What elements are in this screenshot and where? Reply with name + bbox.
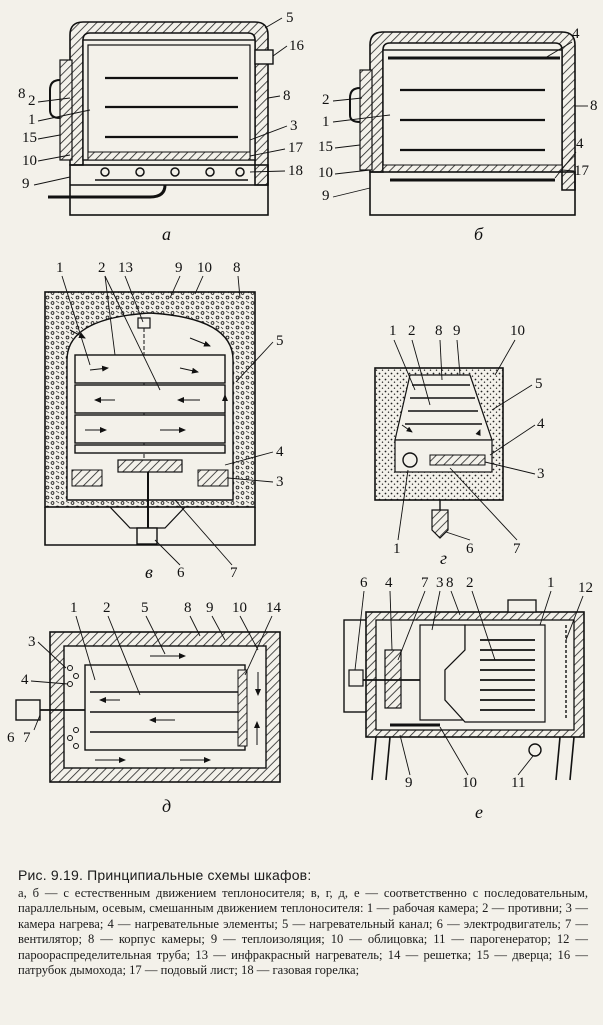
- label-g-5: 5: [535, 376, 543, 392]
- panel-letter-a: а: [162, 224, 171, 244]
- label-e-8: 8: [446, 575, 454, 591]
- label-b-9: 9: [322, 188, 330, 204]
- label-v-7: 7: [230, 565, 238, 581]
- label-g-1b: 1: [393, 541, 401, 557]
- label-e-7: 7: [421, 575, 429, 591]
- label-a-16: 16: [289, 38, 305, 54]
- label-g-6: 6: [466, 541, 474, 557]
- label-b-8: 8: [590, 98, 598, 114]
- panel-letter-d: д: [162, 796, 171, 816]
- label-d-14: 14: [266, 600, 282, 616]
- label-e-12: 12: [578, 580, 593, 596]
- panel-a: 5 16 8 2 1 15 10 9 8 3 17 18 а: [18, 10, 305, 244]
- panel-letter-v: в: [145, 562, 153, 582]
- label-d-2: 2: [103, 600, 111, 616]
- label-d-4: 4: [21, 672, 29, 688]
- label-a-10: 10: [22, 153, 37, 169]
- label-a-18: 18: [288, 163, 303, 179]
- label-a-9: 9: [22, 176, 30, 192]
- label-a-17: 17: [288, 140, 304, 156]
- label-g-1: 1: [389, 323, 397, 339]
- panel-d: 1 2 5 8 9 10 14 3 4 6 7 д: [7, 600, 282, 816]
- label-b-1: 1: [322, 114, 330, 130]
- label-e-1: 1: [547, 575, 555, 591]
- panel-b: 4 2 1 15 10 9 8 4 17 б: [318, 26, 598, 244]
- label-v-5: 5: [276, 333, 284, 349]
- panel-e: 6 4 7 3 8 2 1 12 9 10 11 е: [343, 575, 593, 822]
- label-d-10: 10: [232, 600, 247, 616]
- label-g-4: 4: [537, 416, 545, 432]
- label-b-17: 17: [574, 163, 590, 179]
- label-b-15: 15: [318, 139, 333, 155]
- label-e-11: 11: [511, 775, 525, 791]
- label-b-2: 2: [322, 92, 330, 108]
- figure-caption: Рис. 9.19. Принципиальные схемы шкафов: …: [18, 867, 588, 979]
- label-e-9: 9: [405, 775, 413, 791]
- label-g-10: 10: [510, 323, 525, 339]
- label-v-9: 9: [175, 260, 183, 276]
- label-e-4: 4: [385, 575, 393, 591]
- label-b-4b: 4: [576, 136, 584, 152]
- label-d-6: 6: [7, 730, 15, 746]
- label-a-5: 5: [286, 10, 294, 26]
- label-d-1: 1: [70, 600, 78, 616]
- label-e-2: 2: [466, 575, 474, 591]
- label-g-2: 2: [408, 323, 416, 339]
- panel-g: 1 2 8 9 10 5 4 3 1 6 7 г: [374, 323, 545, 568]
- label-a-15: 15: [22, 130, 37, 146]
- label-a-3: 3: [290, 118, 298, 134]
- label-e-3: 3: [436, 575, 444, 591]
- label-a-8r: 8: [283, 88, 291, 104]
- label-a-1: 1: [28, 112, 36, 128]
- label-d-7: 7: [23, 730, 31, 746]
- label-g-3: 3: [537, 466, 545, 482]
- label-a-2: 2: [28, 93, 36, 109]
- label-e-10: 10: [462, 775, 477, 791]
- label-v-4: 4: [276, 444, 284, 460]
- label-v-8: 8: [233, 260, 241, 276]
- label-d-5: 5: [141, 600, 149, 616]
- label-d-8: 8: [184, 600, 192, 616]
- label-v-6: 6: [177, 565, 185, 581]
- label-v-10: 10: [197, 260, 212, 276]
- panel-letter-e: е: [475, 802, 483, 822]
- panel-letter-g: г: [440, 548, 447, 568]
- label-e-6: 6: [360, 575, 368, 591]
- label-v-1: 1: [56, 260, 64, 276]
- label-b-4: 4: [572, 26, 580, 42]
- label-a-8: 8: [18, 86, 26, 102]
- label-g-9: 9: [453, 323, 461, 339]
- caption-title: Рис. 9.19. Принципиальные схемы шкафов:: [18, 867, 312, 883]
- caption-body: а, б — с естественным движением теплонос…: [18, 885, 588, 978]
- schematic-figure: 5 16 8 2 1 15 10 9 8 3 17 18 а: [7, 10, 598, 822]
- label-v-3: 3: [276, 474, 284, 490]
- label-g-7: 7: [513, 541, 521, 557]
- panel-letter-b: б: [474, 224, 484, 244]
- label-v-2: 2: [98, 260, 106, 276]
- label-d-9: 9: [206, 600, 214, 616]
- panel-v: 1 2 13 9 10 8 5 4 3 6 7 в: [44, 260, 284, 582]
- label-b-10: 10: [318, 165, 333, 181]
- label-d-3: 3: [28, 634, 36, 650]
- label-v-13: 13: [118, 260, 133, 276]
- label-g-8: 8: [435, 323, 443, 339]
